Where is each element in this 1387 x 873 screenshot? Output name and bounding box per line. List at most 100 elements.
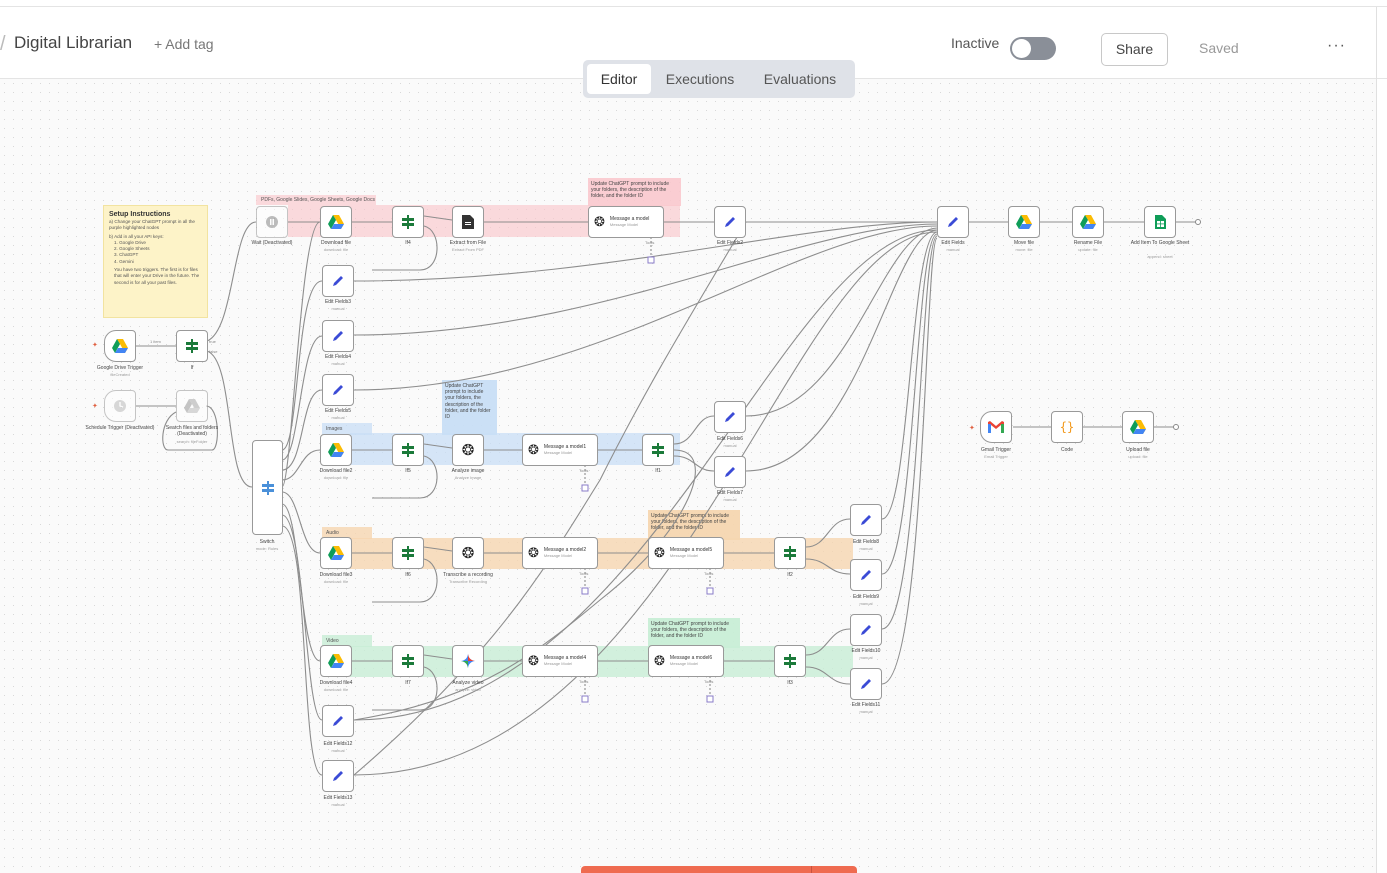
edit-fields9-node[interactable]: [850, 559, 882, 591]
sticky-line: 2. Google Sheets: [114, 246, 150, 252]
edit-fields3-node[interactable]: [322, 265, 354, 297]
node-label: Message a model2: [543, 547, 587, 553]
images-note[interactable]: Update ChatGPT prompt to include your fo…: [442, 380, 497, 435]
if2-node[interactable]: [774, 537, 806, 569]
edit-fields2-node[interactable]: [714, 206, 746, 238]
download-file3-node[interactable]: [320, 537, 352, 569]
node-label: If5: [405, 468, 411, 474]
download-file-node[interactable]: [320, 206, 352, 238]
pencil-icon: [333, 771, 343, 781]
move-file-node[interactable]: [1008, 206, 1040, 238]
add-tag-button[interactable]: + Add tag: [154, 36, 214, 52]
node-label: Edit Fields2: [716, 240, 744, 246]
if3-node[interactable]: [774, 645, 806, 677]
if6-node[interactable]: [392, 537, 424, 569]
audio-note[interactable]: Update ChatGPT prompt to include your fo…: [648, 510, 740, 540]
if5-node[interactable]: [392, 434, 424, 466]
share-button[interactable]: Share: [1101, 33, 1168, 66]
edit-fields11-node[interactable]: [850, 668, 882, 700]
tab-evaluations[interactable]: Evaluations: [763, 71, 837, 87]
setup-instructions-sticky[interactable]: Setup Instructions a) Change your ChatGP…: [103, 205, 208, 318]
search-files-node[interactable]: [176, 390, 208, 422]
upload-file-node[interactable]: [1122, 411, 1154, 443]
node-label: Gmail Trigger: [980, 447, 1011, 453]
node-label: Edit Fields9: [852, 594, 880, 600]
node-label: Download file: [320, 240, 352, 246]
if7-node[interactable]: [392, 645, 424, 677]
edit-fields-node[interactable]: [937, 206, 969, 238]
node-subtitle: upload: file: [1128, 454, 1148, 459]
add-sheet-node[interactable]: [1144, 206, 1176, 238]
node-subtitle: manual: [859, 546, 873, 551]
tab-executions[interactable]: Executions: [665, 71, 735, 87]
connection: [805, 518, 851, 548]
node-subtitle: manual: [723, 443, 737, 448]
pencil-icon: [333, 331, 343, 341]
extract-from-file-node[interactable]: [452, 206, 484, 238]
pencil-icon: [333, 276, 343, 286]
video-region-label: Video: [326, 638, 339, 644]
trigger-bolt-icon: ✦: [92, 403, 98, 410]
tools-connector: [581, 587, 589, 595]
analyze-video-node[interactable]: [452, 645, 484, 677]
more-menu-icon[interactable]: ···: [1327, 37, 1346, 54]
node-subtitle: download: file: [323, 579, 349, 584]
gmail-trigger-node[interactable]: [980, 411, 1012, 443]
download-file4-node[interactable]: [320, 645, 352, 677]
code-node[interactable]: {}: [1051, 411, 1083, 443]
node-label: Google Drive Trigger: [96, 365, 144, 371]
connection: [281, 525, 323, 776]
if-node[interactable]: [176, 330, 208, 362]
pdf-region-header: [256, 195, 376, 205]
node-subtitle: manual: [331, 306, 345, 311]
google-drive-icon: [1016, 215, 1032, 229]
connection: [353, 223, 938, 336]
schedule-trigger-node[interactable]: [104, 390, 136, 422]
node-subtitle: manual: [859, 601, 873, 606]
connection: [353, 221, 938, 282]
connection: [372, 558, 438, 603]
edit-fields7-node[interactable]: [714, 456, 746, 488]
google-drive-trigger-node[interactable]: [104, 330, 136, 362]
switch-node[interactable]: [252, 440, 283, 535]
workflow-title[interactable]: Digital Librarian: [14, 33, 133, 52]
node-label: Edit Fields5: [324, 408, 352, 414]
pencil-icon: [333, 716, 343, 726]
active-toggle[interactable]: [1010, 37, 1056, 60]
edit-fields13-node[interactable]: [322, 760, 354, 792]
if4-node[interactable]: [392, 206, 424, 238]
video-note[interactable]: Update ChatGPT prompt to include your fo…: [648, 618, 740, 648]
tab-editor[interactable]: Editor: [587, 64, 651, 94]
false-output-label: false: [209, 349, 218, 354]
audio-region-label: Audio: [326, 530, 339, 536]
transcribe-node[interactable]: ❂: [452, 537, 484, 569]
analyze-image-node[interactable]: ❂: [452, 434, 484, 466]
edit-fields8-node[interactable]: [850, 504, 882, 536]
if1-node[interactable]: [642, 434, 674, 466]
node-subtitle: manual: [946, 247, 960, 252]
pencil-icon: [948, 217, 958, 227]
node-subtitle: manual: [723, 247, 737, 252]
wait-node[interactable]: [256, 206, 288, 238]
node-subtitle: fileCreated: [110, 372, 130, 377]
edit-fields12-node[interactable]: [322, 705, 354, 737]
pencil-icon: [861, 515, 871, 525]
edit-fields10-node[interactable]: [850, 614, 882, 646]
node-subtitle: manual: [331, 361, 345, 366]
pdf-note[interactable]: Update ChatGPT prompt to include your fo…: [588, 178, 681, 206]
connection: [206, 221, 257, 342]
download-file2-node[interactable]: [320, 434, 352, 466]
connection: [423, 546, 453, 552]
edit-fields5-node[interactable]: [322, 374, 354, 406]
edit-fields6-node[interactable]: [714, 401, 746, 433]
connection: [372, 455, 438, 499]
execute-workflow-bar[interactable]: [581, 866, 857, 873]
edit-fields4-node[interactable]: [322, 320, 354, 352]
rename-file-node[interactable]: [1072, 206, 1104, 238]
